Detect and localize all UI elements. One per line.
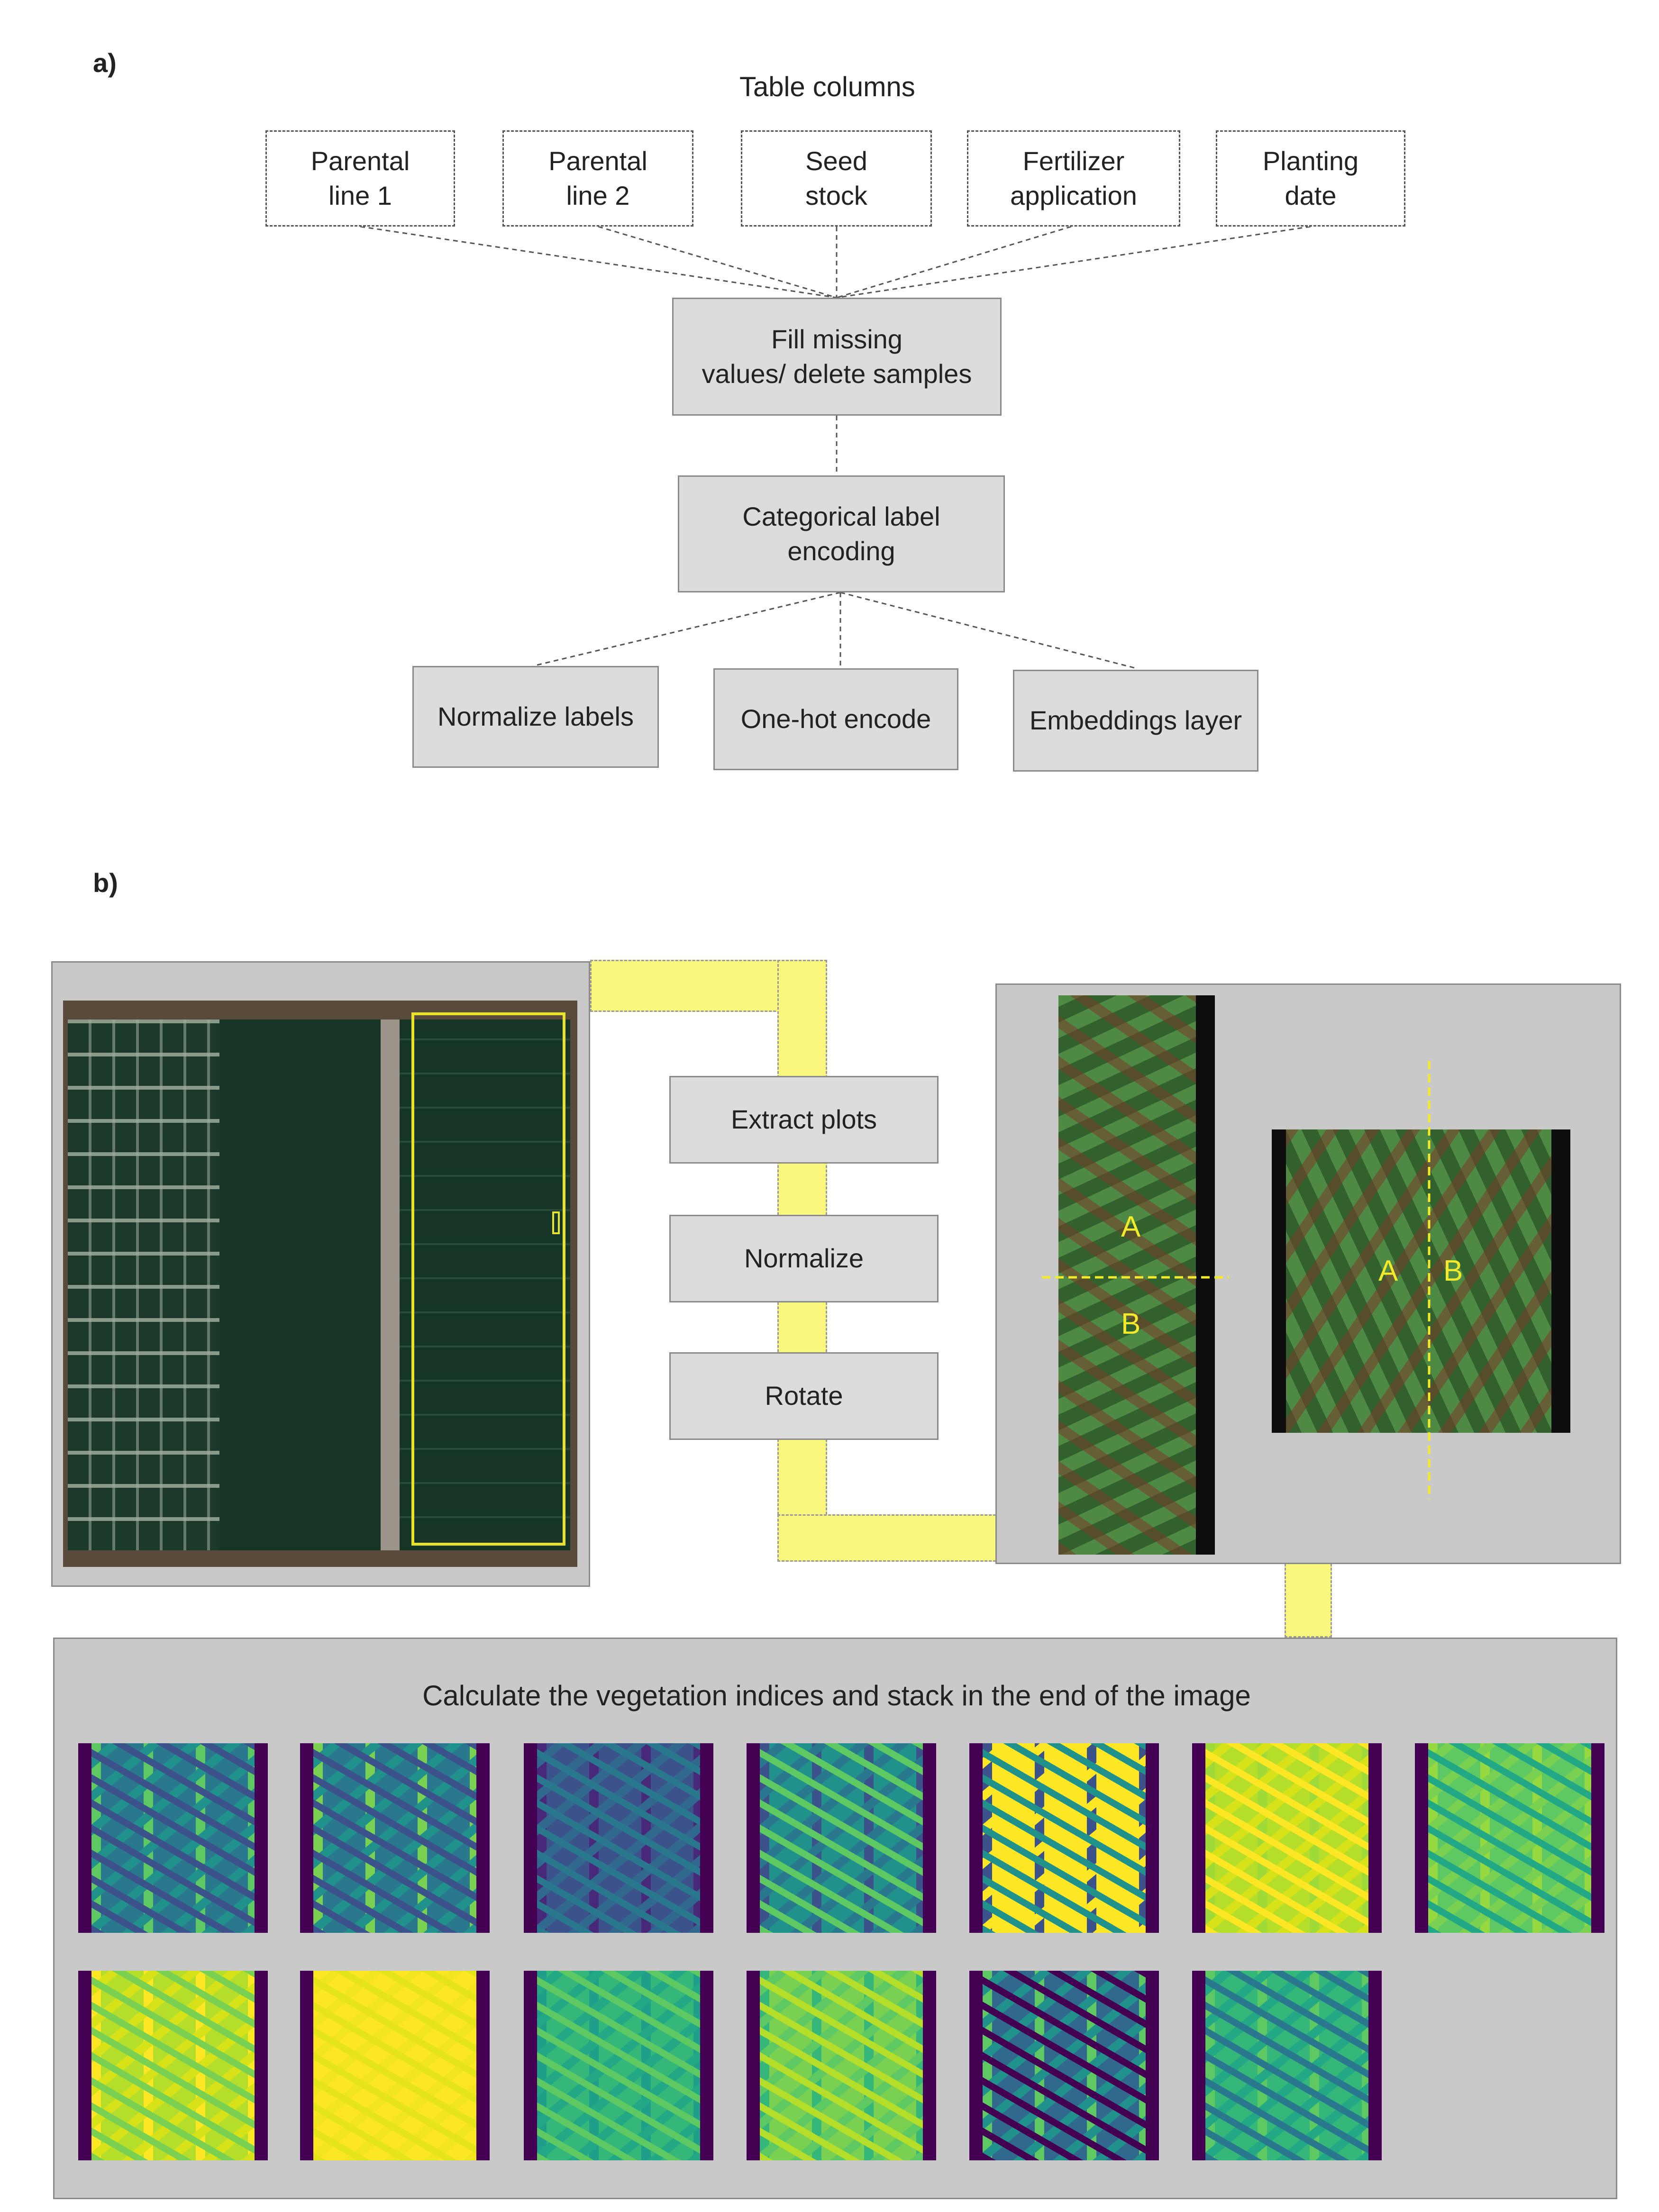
vegetation-index-tile [747,1743,936,1933]
yellow-connector-down [1285,1559,1332,1638]
vegetation-indices-panel: Calculate the vegetation indices and sta… [53,1638,1617,2199]
vegetation-index-heatmap [91,1971,255,2160]
selection-rectangle [411,1012,565,1546]
split-lines [1042,1061,1431,1499]
vegetation-index-tile [524,1971,713,2160]
split-label-a-vertical: A [1121,1211,1141,1243]
column-parental-line-2: Parental line 2 [502,130,693,227]
normalize-labels-box: Normalize labels [412,666,659,768]
connector-col5 [836,226,1311,299]
vegetation-index-grid [55,1639,1619,2201]
vertical-plot-canopy [1058,995,1196,1555]
fill-missing-values-box: Fill missing values/ delete samples [672,298,1002,416]
extract-plots-step: Extract plots [669,1076,939,1164]
vegetation-index-heatmap [91,1743,255,1933]
vegetation-index-heatmap [537,1971,700,2160]
vegetation-index-heatmap [537,1743,700,1933]
field-road [381,1020,400,1550]
column-parental-line-1: Parental line 1 [265,130,455,227]
categorical-label-encoding-box: Categorical label encoding [678,475,1005,592]
vegetation-index-heatmap [313,1743,476,1933]
normalize-step: Normalize [669,1215,939,1302]
panel-b-label: b) [93,868,118,898]
field-left-block-columns [68,1020,219,1550]
vegetation-index-tile [1192,1971,1382,2160]
column-planting-date: Planting date [1216,130,1405,227]
connector-col2 [598,226,837,299]
field-image-panel [51,961,590,1587]
rotate-step: Rotate [669,1352,939,1440]
table-columns-title: Table columns [739,72,915,102]
vegetation-index-tile [747,1971,936,2160]
vegetation-index-heatmap [1428,1743,1591,1933]
vegetation-index-tile [524,1743,713,1933]
split-label-b-rotated: B [1443,1255,1463,1287]
vegetation-index-tile [969,1971,1159,2160]
vegetation-index-heatmap [1205,1971,1368,2160]
vegetation-index-tile [300,1743,490,1933]
vegetation-index-tile [78,1971,268,2160]
connector-embeddings [840,592,1137,669]
one-hot-encode-box: One-hot encode [713,668,958,770]
split-label-b-vertical: B [1121,1308,1141,1340]
vegetation-indices-caption: Calculate the vegetation indices and sta… [422,1680,1251,1711]
connector-col1 [360,226,837,299]
vegetation-index-tile [969,1743,1159,1933]
plot-split-panel: A B A B [995,983,1621,1564]
vegetation-index-heatmap [760,1971,923,2160]
connector-col4 [836,226,1072,299]
panel-a-label: a) [93,48,117,78]
column-seed-stock: Seed stock [741,130,932,227]
vegetation-index-tile [78,1743,268,1933]
connector-normalize [533,592,841,667]
vegetation-index-heatmap [983,1743,1146,1933]
yellow-connector-bottom [777,1514,1000,1562]
rotated-plot-image [1272,1129,1570,1433]
rotated-plot-canopy [1286,1129,1551,1433]
embeddings-layer-box: Embeddings layer [1013,670,1258,772]
vegetation-index-heatmap [1205,1743,1368,1933]
vegetation-index-heatmap [313,1971,476,2160]
selected-plot-marker [552,1211,560,1234]
vegetation-index-heatmap [760,1743,923,1933]
vertical-plot-image [1058,995,1215,1555]
field-middle-block [219,1020,381,1550]
vegetation-index-tile [1192,1743,1382,1933]
column-fertilizer-application: Fertilizer application [967,130,1180,227]
split-label-a-rotated: A [1378,1255,1398,1287]
aerial-field-image [63,1001,577,1567]
vegetation-index-tile [300,1971,490,2160]
panel-a-connectors [360,226,1311,669]
field-right-block [400,1020,570,1550]
vegetation-index-tile [1415,1743,1604,1933]
vegetation-index-heatmap [983,1971,1146,2160]
